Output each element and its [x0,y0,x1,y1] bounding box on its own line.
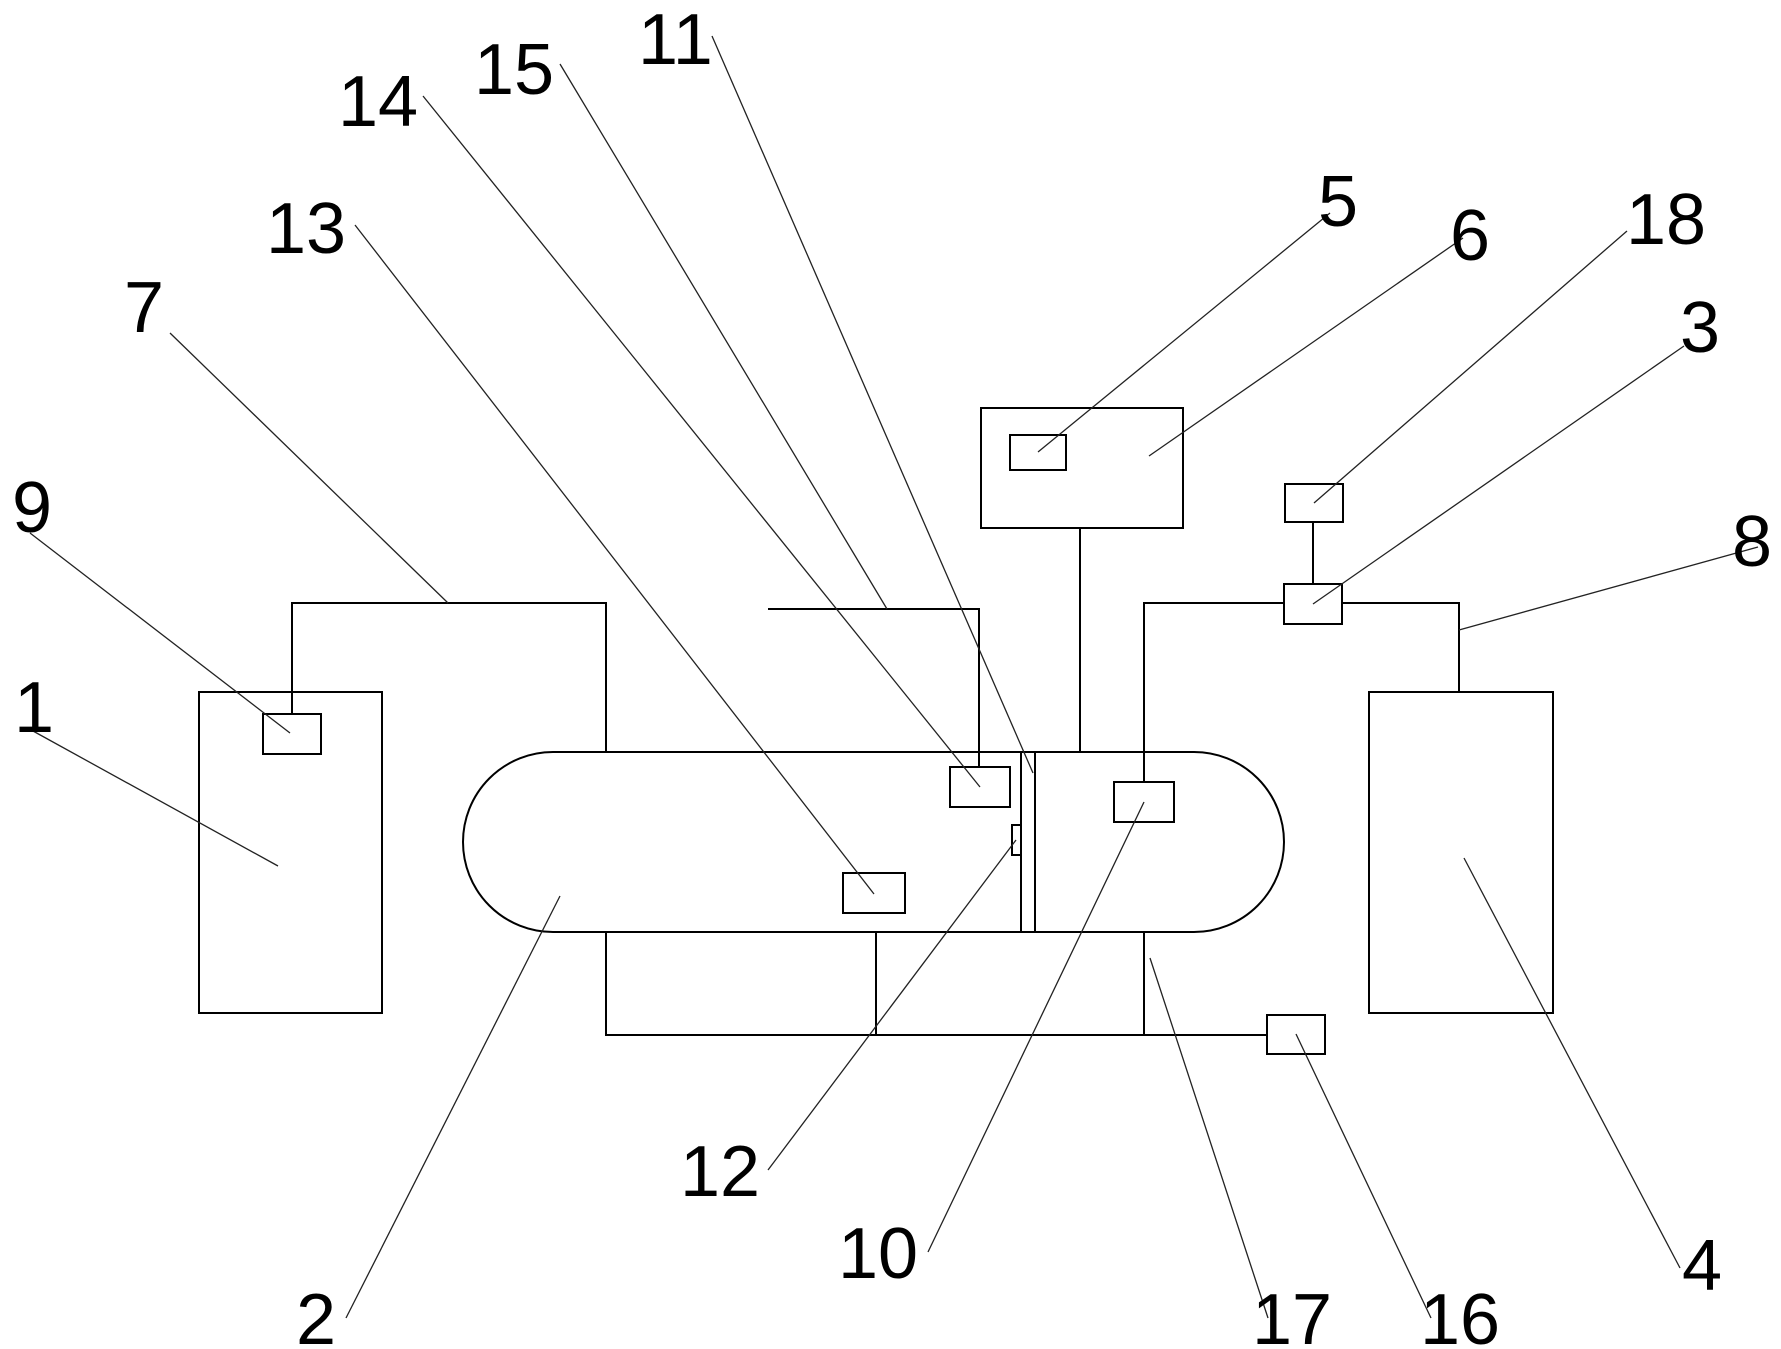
component-labels: 1 9 7 13 14 15 11 5 6 18 3 8 4 16 17 10 … [12,0,1772,1349]
component-2-main-vessel [462,751,1285,933]
leader-9 [29,532,291,734]
leader-6 [1148,237,1464,457]
leader-5 [1037,212,1331,453]
label-11: 11 [638,0,713,80]
label-2: 2 [296,1280,336,1349]
label-15: 15 [474,30,554,110]
leader-14 [422,95,981,788]
label-3: 3 [1680,288,1720,368]
component-10-box [1113,781,1175,823]
leader-2 [345,895,561,1319]
label-14: 14 [338,62,418,142]
component-12-sensor [1011,824,1022,856]
label-9: 9 [12,468,52,548]
leader-13 [354,224,875,895]
label-16: 16 [1420,1280,1500,1349]
component-15-line [768,608,980,767]
label-8: 8 [1732,502,1772,582]
label-13: 13 [266,189,346,269]
label-4: 4 [1682,1226,1722,1306]
label-1: 1 [14,668,54,748]
leader-11 [711,35,1034,774]
label-5: 5 [1318,162,1358,242]
label-6: 6 [1450,196,1490,276]
leader-15 [559,63,888,610]
leader-18 [1313,230,1628,504]
component-4-right-tank [1368,691,1554,1014]
leader-7 [169,332,449,604]
leader-1 [32,730,279,867]
leader-8 [1458,546,1759,631]
label-18: 18 [1626,180,1706,260]
label-10: 10 [838,1214,918,1294]
component-7-pipe [291,602,607,752]
leader-lines [29,35,1759,1319]
label-7: 7 [124,268,164,348]
component-17-drain-pipe [605,932,1267,1036]
leader-10 [927,801,1145,1253]
leader-16 [1295,1033,1432,1319]
leader-3 [1312,345,1685,605]
leader-17 [1149,957,1269,1319]
component-5-display [1009,434,1067,471]
leader-4 [1463,857,1681,1269]
label-12: 12 [680,1132,760,1212]
leader-12 [767,839,1017,1171]
component-9-sensor [262,713,322,755]
label-17: 17 [1252,1280,1332,1349]
